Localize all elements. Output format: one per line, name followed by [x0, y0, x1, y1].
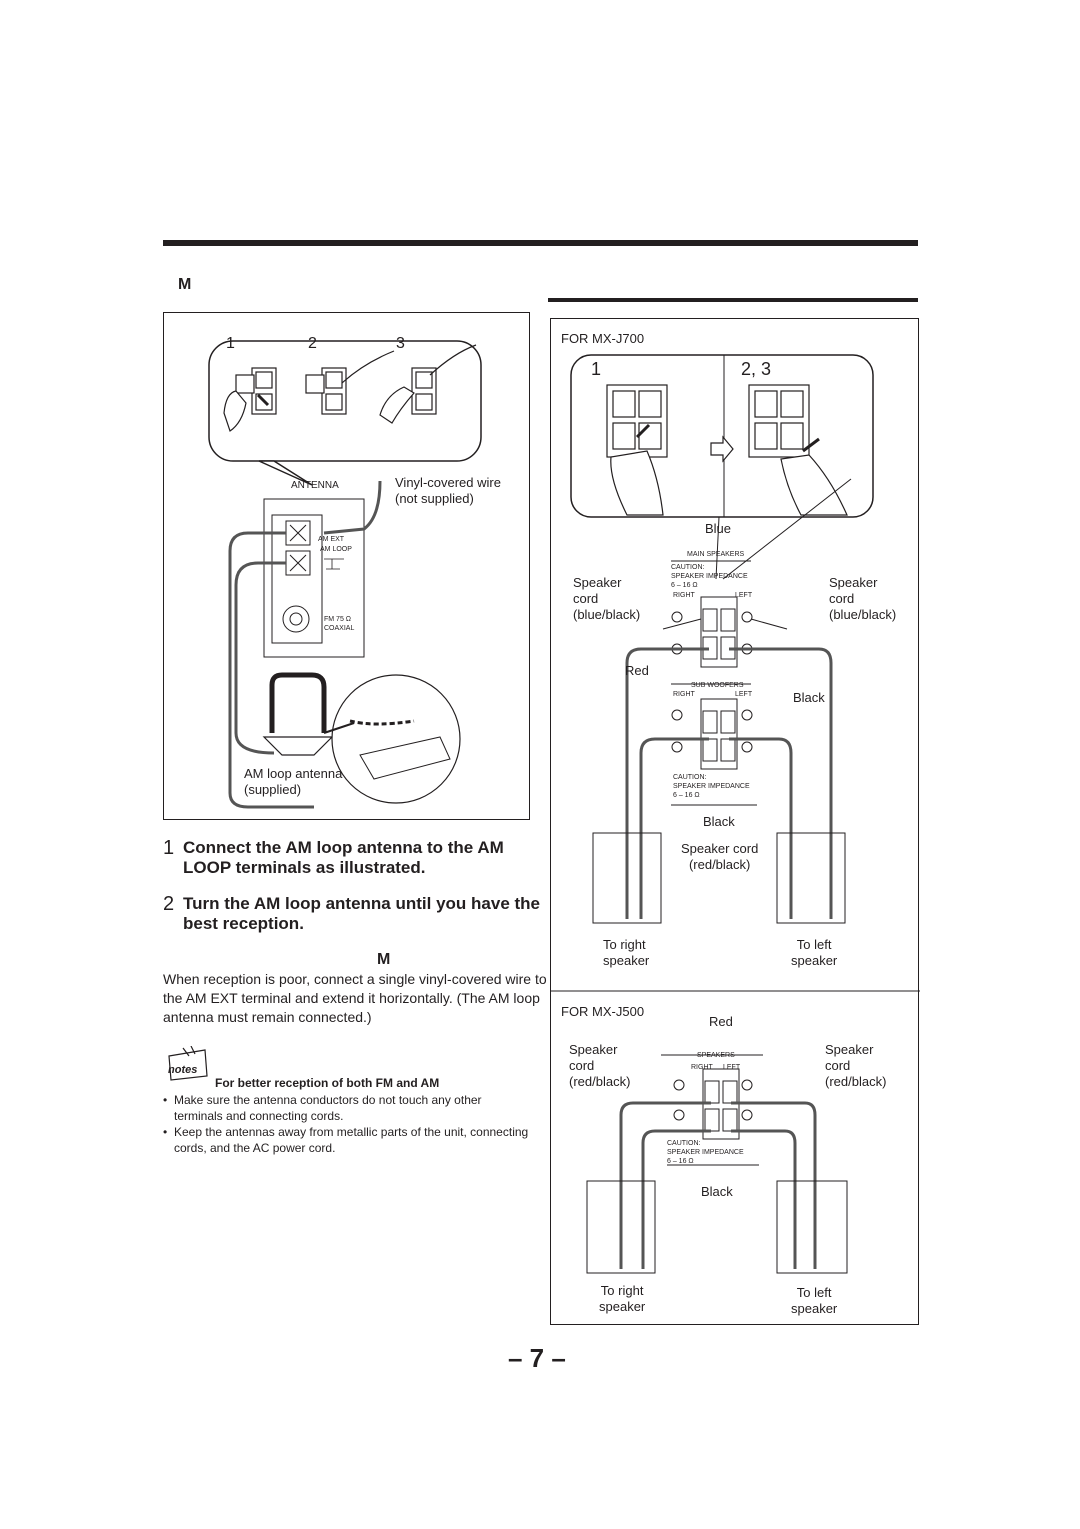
j500-impedance-value-label: 6 – 16 Ω	[667, 1158, 694, 1165]
j500-right-label: RIGHT	[691, 1064, 713, 1071]
step-2: 2 Turn the AM loop antenna until you hav…	[163, 894, 558, 934]
am-antenna-diagram-panel: 1 2 3 ANTENNA Vinyl-covered wire (not su…	[163, 312, 530, 820]
notes-list: •Make sure the antenna conductors do not…	[163, 1092, 533, 1156]
fm-label: FM 75 Ω	[324, 616, 352, 623]
step-label-2: 2	[308, 335, 317, 352]
step-1: 1 Connect the AM loop antenna to the AM …	[163, 838, 543, 878]
page-number: – 7 –	[508, 1343, 566, 1373]
black-side-label: Black	[793, 690, 825, 705]
sub-heading-mark: M	[377, 951, 391, 968]
speaker-wiring-illustration	[551, 354, 920, 1274]
to-right-speaker-label: To right speaker	[603, 937, 650, 968]
step-1-text: Connect the AM loop antenna to the AM LO…	[183, 838, 504, 877]
notes-badge: notes	[165, 1045, 211, 1082]
j500-to-right-speaker-label: To right speaker	[599, 1283, 646, 1314]
sub-woofers-left-label: LEFT	[735, 691, 753, 698]
notes-icon	[168, 1045, 208, 1081]
j500-speakers-label: SPEAKERS	[697, 1052, 735, 1059]
am-ext-label: AM EXT	[318, 536, 345, 543]
notes-item: •Make sure the antenna conductors do not…	[163, 1092, 533, 1124]
caution-label: CAUTION:	[671, 564, 705, 571]
sub-woofers-right-label: RIGHT	[673, 691, 695, 698]
speaker-impedance-label: SPEAKER IMPEDANCE	[671, 573, 748, 580]
j500-left-label: LEFT	[723, 1064, 741, 1071]
red-label: Red	[625, 663, 649, 678]
speaker-cord-center-label: Speaker cord (red/black)	[681, 841, 759, 872]
j500-caution-label: CAUTION:	[667, 1140, 701, 1147]
impedance-value-label: 6 – 16 Ω	[671, 582, 698, 589]
speaker-connection-panel: FOR MX-J700 1 2, 3 Blue MAIN SPEAKERS CA…	[550, 318, 920, 1325]
blue-label: Blue	[705, 521, 732, 536]
step-2-number: 2	[163, 893, 175, 915]
step-2-text: Turn the AM loop antenna until you have …	[183, 894, 540, 933]
caution-sw-label: CAUTION:	[673, 774, 707, 781]
main-speakers-label: MAIN SPEAKERS	[687, 551, 745, 558]
mx-j700-label: FOR MX-J700	[561, 331, 645, 346]
speaker-cord-right-label: Speaker cord (blue/black)	[829, 575, 897, 622]
left-label: LEFT	[735, 592, 753, 599]
am-loop-antenna-label: AM loop antenna (supplied)	[244, 766, 343, 797]
notes-title: For better reception of both FM and AM	[215, 1076, 440, 1090]
vinyl-wire-label: Vinyl-covered wire (not supplied)	[395, 475, 501, 506]
top-rule	[163, 240, 918, 246]
right-label: RIGHT	[673, 592, 695, 599]
mx-j700-step-1: 1	[591, 359, 602, 379]
sub-woofers-label: SUB WOOFERS	[691, 682, 744, 689]
notes-item-text: Make sure the antenna conductors do not …	[174, 1093, 482, 1123]
black-bottom-label: Black	[703, 814, 735, 829]
speaker-cord-left-label: Speaker cord (blue/black)	[573, 575, 641, 622]
step-label-3: 3	[396, 335, 405, 352]
j500-speaker-cord-right-label: Speaker cord (red/black)	[825, 1042, 887, 1089]
step-label-1: 1	[226, 335, 235, 352]
am-ext-paragraph: When reception is poor, connect a single…	[163, 971, 547, 1025]
notes-item: •Keep the antennas away from metallic pa…	[163, 1124, 533, 1156]
notes-item-text: Keep the antennas away from metallic par…	[174, 1125, 529, 1155]
mx-j500-label: FOR MX-J500	[561, 1004, 645, 1019]
am-loop-label: AM LOOP	[320, 546, 352, 553]
section-rule	[548, 298, 918, 302]
impedance-value-sw-label: 6 – 16 Ω	[673, 792, 700, 799]
j500-red-label: Red	[709, 1014, 733, 1029]
am-antenna-illustration	[208, 340, 482, 809]
notes-badge-label: notes	[168, 1064, 198, 1076]
step-1-number: 1	[163, 837, 175, 859]
j500-to-left-speaker-label: To left speaker	[791, 1285, 838, 1316]
j500-black-label: Black	[701, 1184, 733, 1199]
mx-j700-step-2-3: 2, 3	[741, 359, 772, 379]
section-heading-mark: M	[178, 276, 192, 293]
j500-speaker-cord-left-label: Speaker cord (red/black)	[569, 1042, 631, 1089]
antenna-label: ANTENNA	[291, 480, 339, 491]
to-left-speaker-label: To left speaker	[791, 937, 838, 968]
j500-speaker-impedance-label: SPEAKER IMPEDANCE	[667, 1149, 744, 1156]
speaker-impedance-sw-label: SPEAKER IMPEDANCE	[673, 783, 750, 790]
coaxial-label: COAXIAL	[324, 625, 355, 632]
